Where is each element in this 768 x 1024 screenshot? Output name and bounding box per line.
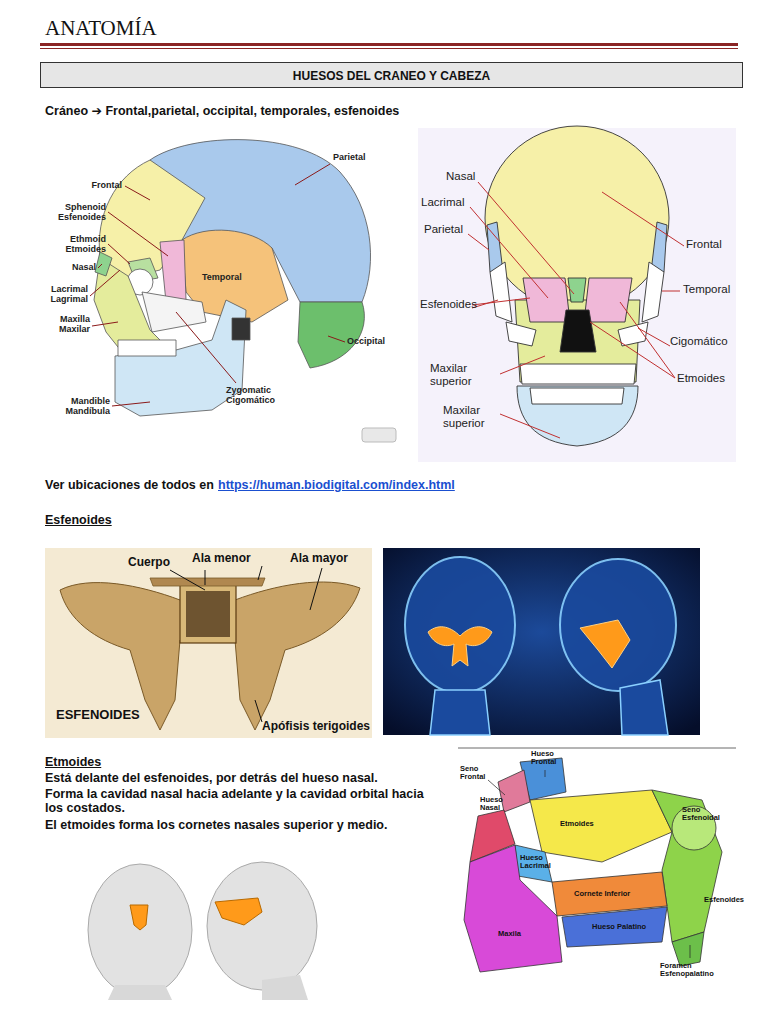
bone-label: Hueso Nasal bbox=[480, 796, 506, 812]
leader-lines bbox=[488, 770, 690, 958]
section-subheading: Etmoides bbox=[45, 755, 101, 769]
bone-label: Maxilla Maxilar bbox=[30, 314, 90, 335]
leader-lines bbox=[90, 164, 345, 406]
body-text: El etmoides forma los cornetes nasales s… bbox=[45, 818, 387, 832]
bone-label: Hueso Lacrimal bbox=[520, 854, 552, 870]
section-heading: HUESOS DEL CRANEO Y CABEZA bbox=[293, 69, 490, 83]
intro-line: Cráneo ➔ Frontal,parietal, occipital, te… bbox=[45, 104, 399, 118]
bone-label: Cornete Inferior bbox=[574, 890, 630, 898]
bone-label: Seno Esfenoidal bbox=[682, 806, 716, 822]
body-text: Está delante del esfenoides, por detrás … bbox=[45, 771, 378, 785]
figure-caption: ESFENOIDES bbox=[56, 708, 140, 723]
bone-label: Seno Frontal bbox=[460, 765, 500, 781]
reference-link: https://human.biodigital.com/index.html bbox=[218, 478, 455, 492]
bone-label: Nasal bbox=[44, 262, 96, 272]
bone-label: Sphenoid Esfenoides bbox=[44, 202, 106, 223]
page-title: ANATOMÍA bbox=[45, 16, 157, 41]
bone-label: Esfenoides bbox=[420, 298, 477, 311]
bone-label: Temporal bbox=[683, 283, 730, 296]
part-label: Cuerpo bbox=[128, 556, 170, 570]
logo-mark bbox=[362, 428, 396, 442]
bone-label: Cigomático bbox=[670, 335, 728, 348]
bone-label: Parietal bbox=[424, 223, 463, 236]
bone-label: Occipital bbox=[347, 336, 385, 346]
frontal-skull bbox=[418, 126, 736, 462]
bone-label: Maxila bbox=[498, 930, 521, 938]
reference-text: Ver ubicaciones de todos en bbox=[45, 478, 214, 492]
bone-label: Parietal bbox=[333, 152, 366, 162]
bone-label: Lacrimal bbox=[421, 196, 464, 209]
bone-label: Mandible Mandíbula bbox=[48, 396, 110, 417]
bone-label: Foramen Esfenopalatino bbox=[660, 962, 720, 978]
part-label: Apófisis terigoides bbox=[262, 720, 370, 734]
bone-label: Nasal bbox=[446, 170, 475, 183]
leader-lines bbox=[170, 566, 322, 722]
part-label: Ala menor bbox=[192, 552, 251, 566]
leader-lines bbox=[468, 182, 684, 438]
bone-label: Hueso Palatino bbox=[592, 923, 646, 931]
sphenoid-3d-render bbox=[383, 548, 700, 735]
bone-label: Ethmoid Etmoides bbox=[44, 234, 106, 255]
bone-label: Lacrimal Lagrimal bbox=[30, 284, 88, 305]
body-text: Forma la cavidad nasal hacia adelante y … bbox=[45, 787, 445, 816]
part-label: Ala mayor bbox=[290, 552, 348, 566]
section-subheading: Esfenoides bbox=[45, 513, 112, 527]
bone-label: Etmoides bbox=[677, 372, 725, 385]
bone-label: Hueso Frontal bbox=[531, 750, 571, 766]
bone-label: Temporal bbox=[202, 272, 242, 282]
bone-label: Esfenoides bbox=[704, 896, 744, 904]
ethmoid-heads bbox=[88, 862, 317, 1000]
bone-label: Maxilar superior bbox=[443, 404, 501, 430]
bone-label: Maxilar superior bbox=[430, 362, 492, 388]
bone-label: Frontal bbox=[686, 238, 722, 251]
bone-label: Frontal bbox=[60, 180, 122, 190]
sagittal-section bbox=[458, 748, 736, 972]
bone-label: Zygomatic Cigomático bbox=[226, 385, 296, 406]
sphenoid-bone bbox=[45, 548, 372, 738]
section-bar: HUESOS DEL CRANEO Y CABEZA bbox=[40, 62, 743, 88]
lateral-skull bbox=[94, 140, 371, 416]
bone-label: Etmoides bbox=[560, 820, 594, 828]
